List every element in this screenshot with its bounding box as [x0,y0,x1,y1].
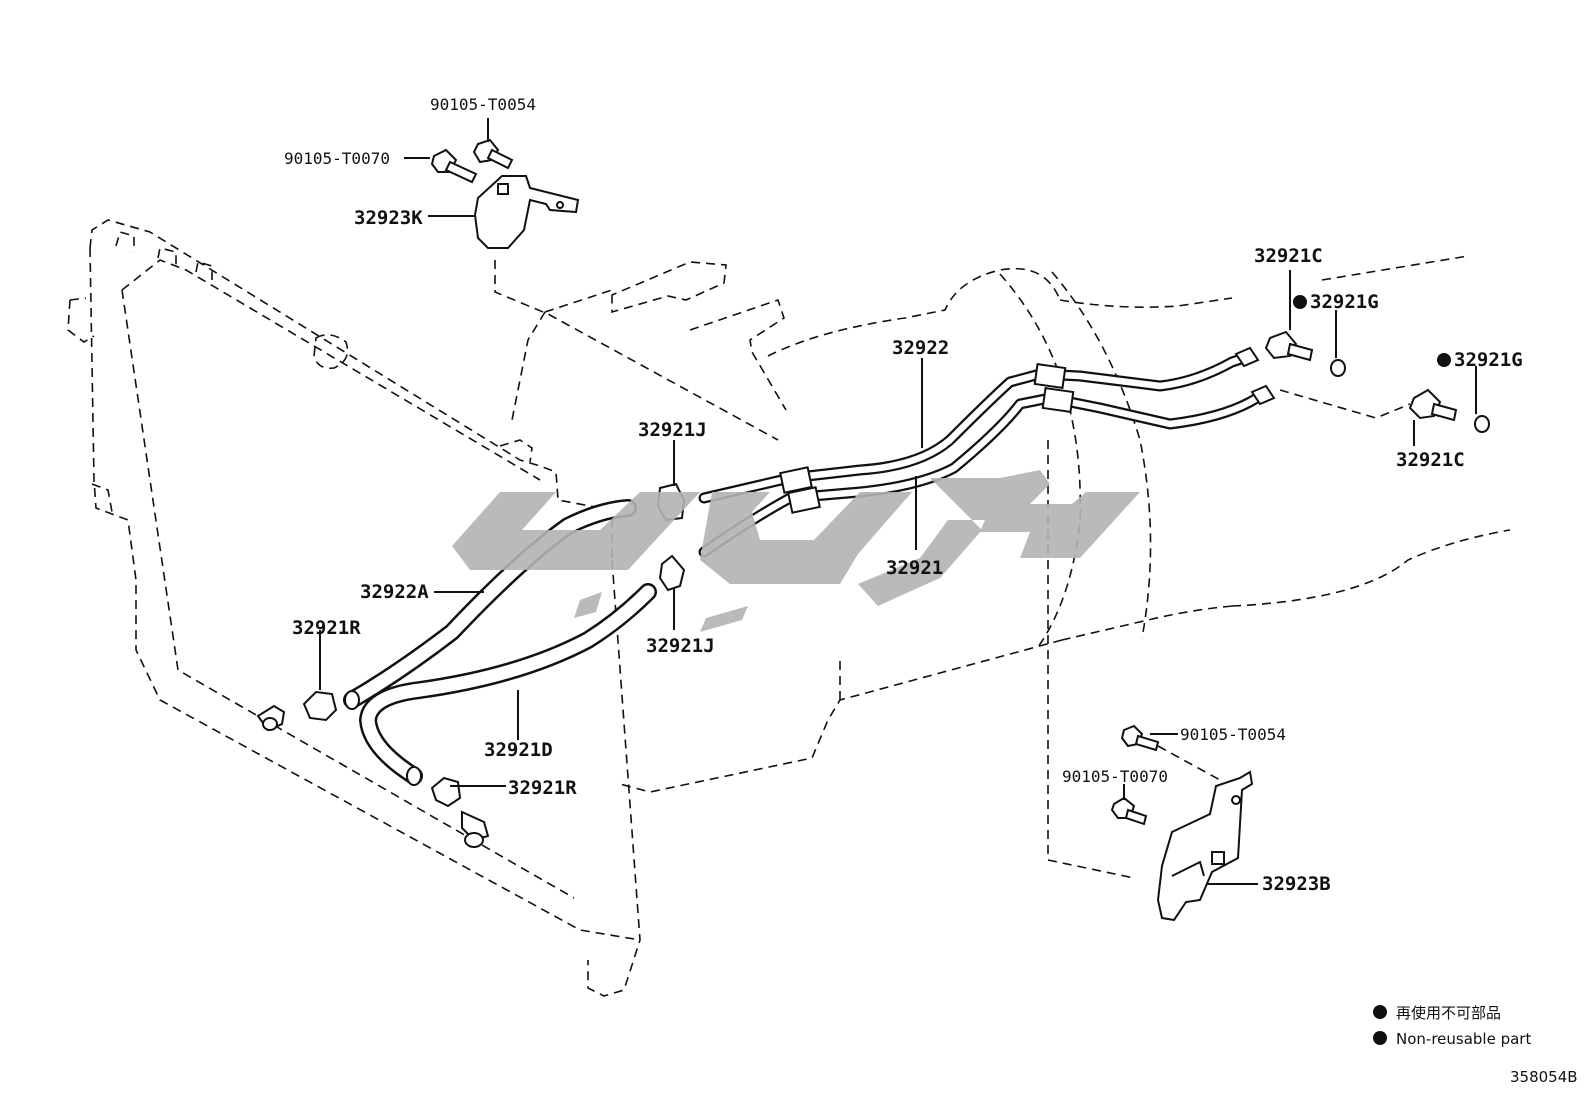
watermark-logo [452,470,1140,632]
cooler-pipe-upper [698,350,1256,504]
union-link-dashed [1279,389,1411,419]
bracket-bottom [1156,770,1254,922]
radiator-fitting-lower [461,810,490,848]
gasket-lower-shape [1474,415,1490,433]
clamp-r-lower-shape [430,776,462,808]
non-reusable-dot-upper [1293,295,1307,309]
legend: 再使用不可部品 Non-reusable part [1373,1004,1531,1048]
label-pipe-upper: 32922 [892,337,949,359]
label-hose-lower: 32921D [484,739,553,761]
radiator-fitting-upper [256,704,286,732]
label-bolt-bottom-2: 90105-T0070 [1062,767,1168,786]
transmission-outline [494,255,1511,879]
cooler-pipe-lower [698,388,1270,558]
legend-text-jp: 再使用不可部品 [1396,1004,1501,1022]
clamp-r-upper-shape [302,690,338,722]
label-clamp-j-upper: 32921J [638,419,707,441]
label-clamp-j-lower: 32921J [646,635,715,657]
label-union-upper: 32921C [1254,245,1323,267]
label-union-lower: 32921C [1396,449,1465,471]
bolt-bottom-1-shape [1120,724,1160,752]
gasket-upper-shape [1330,359,1346,377]
label-clamp-r-lower: 32921R [508,777,577,799]
label-bolt-bottom-1: 90105-T0054 [1180,725,1286,744]
bolt-top-1-shape [472,138,514,170]
bolt-bracket-dash [1157,745,1221,781]
label-bracket-bottom: 32923B [1262,873,1331,895]
diagram-code: 358054B [1510,1068,1578,1086]
label-bolt-top-1: 90105-T0054 [430,95,536,114]
clamp-j-lower-shape [658,554,686,592]
union-upper-shape [1264,330,1314,362]
legend-dot-jp [1373,1005,1387,1019]
label-gasket-upper: 32921G [1310,291,1379,313]
legend-dot-en [1373,1031,1387,1045]
radiator-outline [67,219,641,997]
label-pipe-lower: 32921 [886,557,943,579]
hose-upper [343,499,637,710]
bracket-top [473,175,580,249]
label-bolt-top-2: 90105-T0070 [284,149,390,168]
label-gasket-lower: 32921G [1454,349,1523,371]
label-clamp-r-upper: 32921R [292,617,361,639]
bolt-bottom-2-shape [1110,796,1148,826]
legend-text-en: Non-reusable part [1396,1030,1531,1048]
pipe-sleeves [779,346,1276,514]
leader-lines [319,118,1477,885]
non-reusable-dot-lower [1437,353,1451,367]
label-bracket-top: 32923K [354,207,423,229]
hose-lower [358,583,657,786]
union-lower-shape [1408,388,1458,422]
bolt-top-2-shape [430,148,478,184]
label-hose-upper: 32922A [360,581,429,603]
